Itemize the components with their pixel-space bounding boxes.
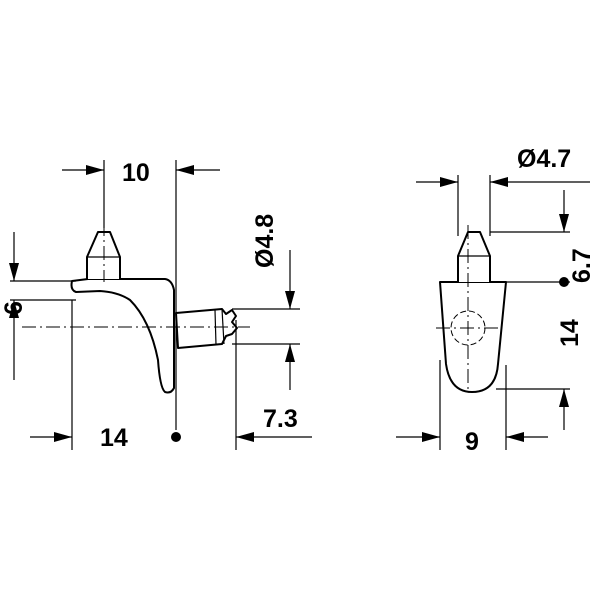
front-view: Ø4.7 6.7 14 9 <box>396 145 596 456</box>
dim-bottom-width-front: 9 <box>465 428 479 456</box>
dim-top-width: 10 <box>122 159 150 187</box>
dim-left-height: 6 <box>0 301 28 315</box>
dim-right-lower: 14 <box>556 319 584 347</box>
dim-pin-diameter: Ø4.8 <box>251 214 279 268</box>
horizontal-pin <box>175 308 238 349</box>
front-center-dot <box>559 277 569 287</box>
side-view: 10 Ø4.8 6 14 7.3 <box>0 159 312 452</box>
dim-top-diameter: Ø4.7 <box>517 145 571 173</box>
center-dot <box>171 432 181 442</box>
front-body <box>439 281 507 393</box>
bracket-body <box>70 278 175 394</box>
dim-right-upper: 6.7 <box>568 248 596 283</box>
dim-bottom-width: 14 <box>100 424 128 452</box>
dim-pin-length: 7.3 <box>263 405 298 433</box>
front-cone-pin <box>457 231 491 282</box>
